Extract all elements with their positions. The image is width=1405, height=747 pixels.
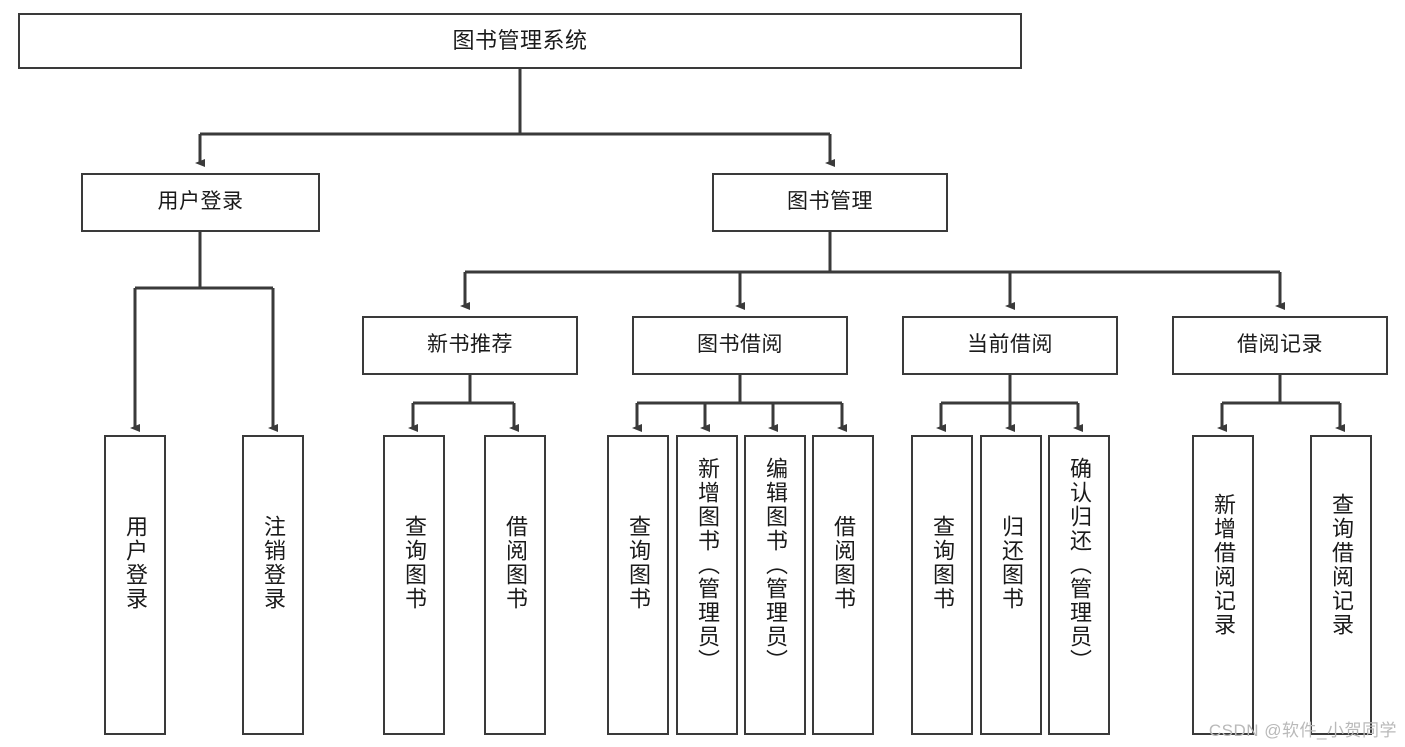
node-label: 借阅图书 bbox=[503, 515, 528, 611]
leaf-return-book[interactable]: 归还图书 bbox=[980, 435, 1042, 735]
leaf-add-borrow-record[interactable]: 新增借阅记录 bbox=[1192, 435, 1254, 735]
node-label: 确认归还（管理员） bbox=[1067, 457, 1092, 673]
node-label: 借阅图书 bbox=[831, 515, 856, 611]
node-label: 图书管理 bbox=[787, 190, 873, 214]
leaf-borrow-book-recommend[interactable]: 借阅图书 bbox=[484, 435, 546, 735]
node-label: 用户登录 bbox=[157, 190, 244, 214]
node-label: 新增借阅记录 bbox=[1211, 493, 1236, 637]
node-label: 查询图书 bbox=[402, 515, 427, 611]
leaf-edit-book-admin[interactable]: 编辑图书（管理员） bbox=[744, 435, 806, 735]
node-label: 图书管理系统 bbox=[452, 28, 588, 54]
node-current-borrow[interactable]: 当前借阅 bbox=[902, 316, 1118, 375]
leaf-query-book-borrow[interactable]: 查询图书 bbox=[607, 435, 669, 735]
leaf-query-book-current[interactable]: 查询图书 bbox=[911, 435, 973, 735]
node-label: 新书推荐 bbox=[427, 333, 513, 357]
leaf-query-book-recommend[interactable]: 查询图书 bbox=[383, 435, 445, 735]
leaf-add-book-admin[interactable]: 新增图书（管理员） bbox=[676, 435, 738, 735]
node-user-login[interactable]: 用户登录 bbox=[81, 173, 320, 232]
leaf-borrow-book[interactable]: 借阅图书 bbox=[812, 435, 874, 735]
node-book-borrow[interactable]: 图书借阅 bbox=[632, 316, 848, 375]
leaf-confirm-return-admin[interactable]: 确认归还（管理员） bbox=[1048, 435, 1110, 735]
node-label: 查询图书 bbox=[930, 515, 955, 611]
node-root-system[interactable]: 图书管理系统 bbox=[18, 13, 1022, 69]
node-label: 编辑图书（管理员） bbox=[763, 457, 788, 673]
node-new-book-recommend[interactable]: 新书推荐 bbox=[362, 316, 578, 375]
node-label: 注销登录 bbox=[261, 515, 286, 611]
leaf-user-login[interactable]: 用户登录 bbox=[104, 435, 166, 735]
node-label: 图书借阅 bbox=[697, 333, 783, 357]
node-label: 用户登录 bbox=[123, 515, 148, 611]
node-label: 当前借阅 bbox=[967, 333, 1053, 357]
node-label: 查询借阅记录 bbox=[1329, 493, 1354, 637]
node-label: 归还图书 bbox=[999, 515, 1024, 611]
node-label: 新增图书（管理员） bbox=[695, 457, 720, 673]
watermark-text: CSDN @软件_小贺同学 bbox=[1208, 721, 1397, 740]
leaf-logout[interactable]: 注销登录 bbox=[242, 435, 304, 735]
node-borrow-record[interactable]: 借阅记录 bbox=[1172, 316, 1388, 375]
node-label: 借阅记录 bbox=[1237, 333, 1323, 357]
leaf-query-borrow-record[interactable]: 查询借阅记录 bbox=[1310, 435, 1372, 735]
node-label: 查询图书 bbox=[626, 515, 651, 611]
node-book-management[interactable]: 图书管理 bbox=[712, 173, 948, 232]
